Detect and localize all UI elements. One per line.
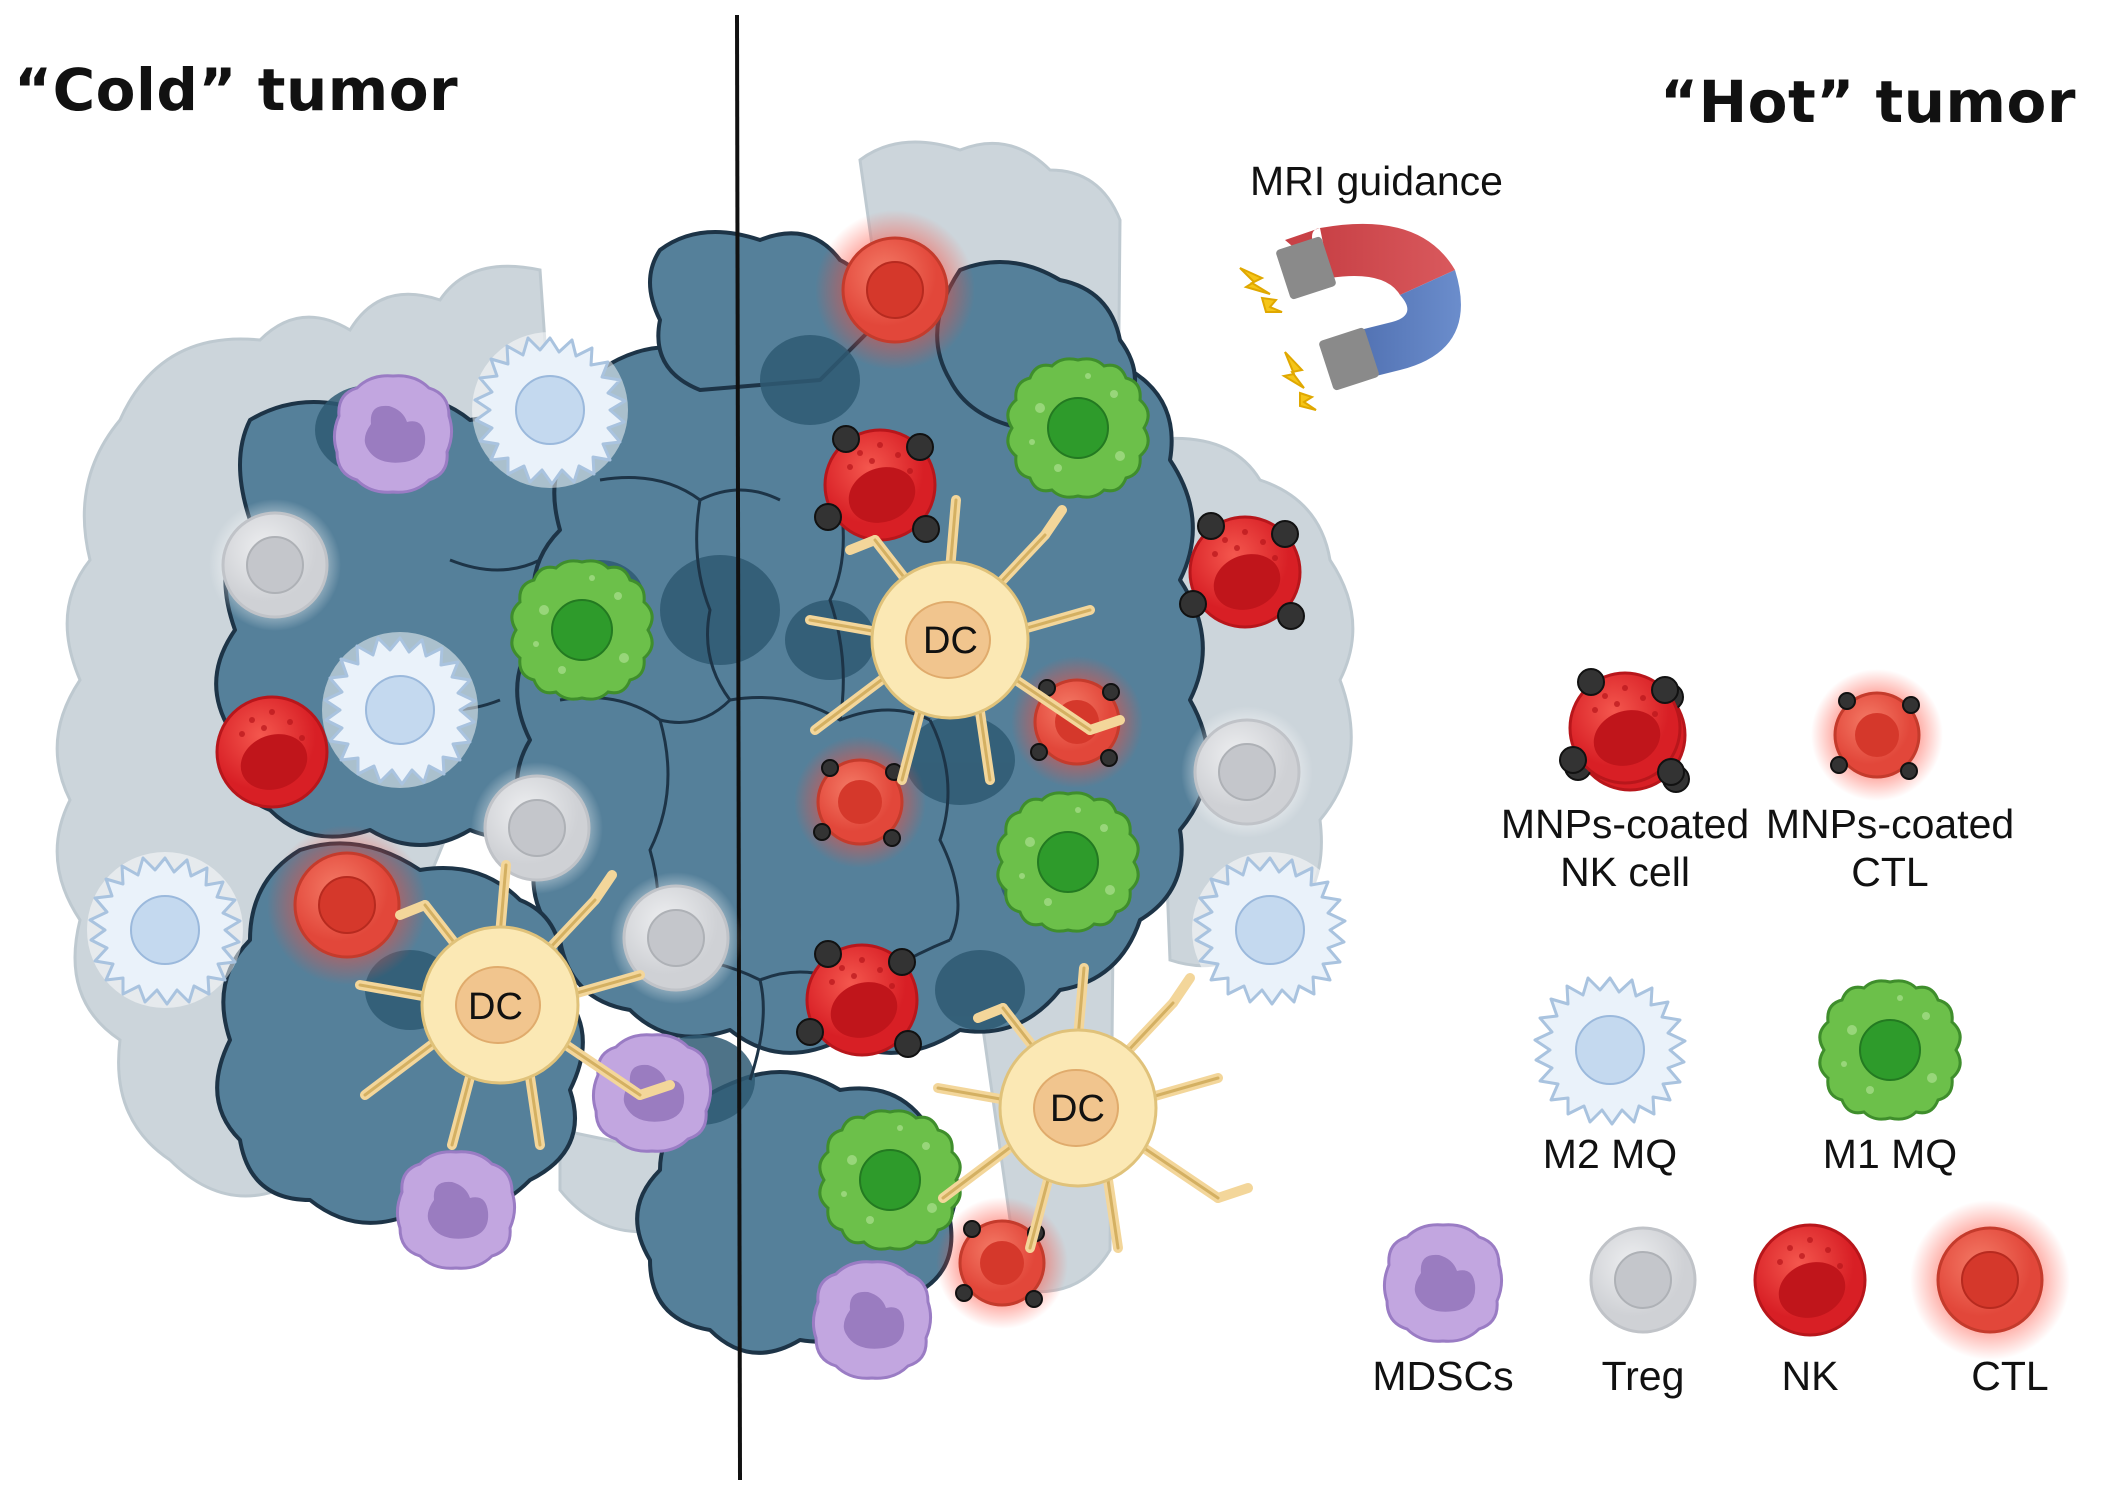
treg-cell	[1179, 704, 1315, 840]
legend-ctl-label: CTL	[1971, 1353, 2049, 1399]
m2-macrophage-cell	[1530, 970, 1690, 1130]
m1-macrophage-cell	[818, 1109, 962, 1251]
hot-tumor-title: “Hot” tumor	[1660, 68, 2076, 136]
m2-macrophage-cell	[470, 330, 630, 490]
treg-cell	[1575, 1212, 1711, 1348]
divider-line	[735, 14, 742, 1481]
horseshoe-magnet-icon	[1239, 223, 1461, 411]
mnp-coated-nk-cell	[1180, 513, 1304, 629]
legend-mdsc-label: MDSCs	[1372, 1353, 1514, 1399]
treg-cell	[608, 870, 744, 1006]
dc-label: DC	[1050, 1088, 1105, 1130]
nk-cell	[1753, 1223, 1867, 1337]
treg-cell	[207, 497, 343, 633]
ctl-cell	[813, 208, 977, 372]
mnp-coated-ctl-cell	[934, 1195, 1070, 1331]
cold-tumor-title: “Cold” tumor	[14, 56, 459, 124]
legend-m2-label: M2 MQ	[1542, 1131, 1678, 1177]
mdsc-cell	[1382, 1223, 1504, 1343]
mri-guidance-label: MRI guidance	[1250, 158, 1503, 204]
ctl-cell	[265, 823, 429, 987]
m2-macrophage-cell	[85, 850, 245, 1010]
mdsc-cell	[811, 1260, 933, 1380]
m1-macrophage-cell	[510, 559, 654, 701]
mnp-coated-nk-cell	[815, 426, 939, 542]
mdsc-cell	[395, 1150, 517, 1270]
ctl-cell	[1908, 1198, 2072, 1362]
mnp-coated-nk-cell	[797, 941, 921, 1057]
mnp-coated-ctl-cell	[1809, 667, 1945, 803]
m1-macrophage-cell	[996, 791, 1140, 933]
legend-mnp-nk-label: MNPs-coated NK cell	[1485, 800, 1765, 896]
legend-nk-label: NK	[1781, 1353, 1839, 1399]
mdsc-cell	[332, 374, 454, 494]
legend-mnp-ctl-line2: CTL	[1851, 849, 1929, 895]
legend-mnp-ctl-label: MNPs-coated CTL	[1750, 800, 2030, 896]
legend-mnp-nk-line2: NK cell	[1560, 849, 1690, 895]
legend-mnp-nk-icon	[1560, 669, 1684, 785]
m1-macrophage-cell	[1006, 357, 1150, 499]
treg-cell	[469, 760, 605, 896]
dc-label: DC	[468, 986, 523, 1028]
legend-mnp-nk-line1: MNPs-coated	[1500, 801, 1750, 847]
dc-label: DC	[923, 620, 978, 662]
m2-macrophage-cell	[320, 630, 480, 790]
m2-macrophage-cell	[1190, 850, 1350, 1010]
nk-cell	[215, 695, 329, 809]
legend-m1-label: M1 MQ	[1822, 1131, 1958, 1177]
legend-mnp-ctl-line1: MNPs-coated	[1765, 801, 2015, 847]
spark-icon	[1239, 267, 1317, 411]
m1-macrophage-cell	[1818, 979, 1962, 1121]
legend-treg-label: Treg	[1601, 1353, 1685, 1399]
